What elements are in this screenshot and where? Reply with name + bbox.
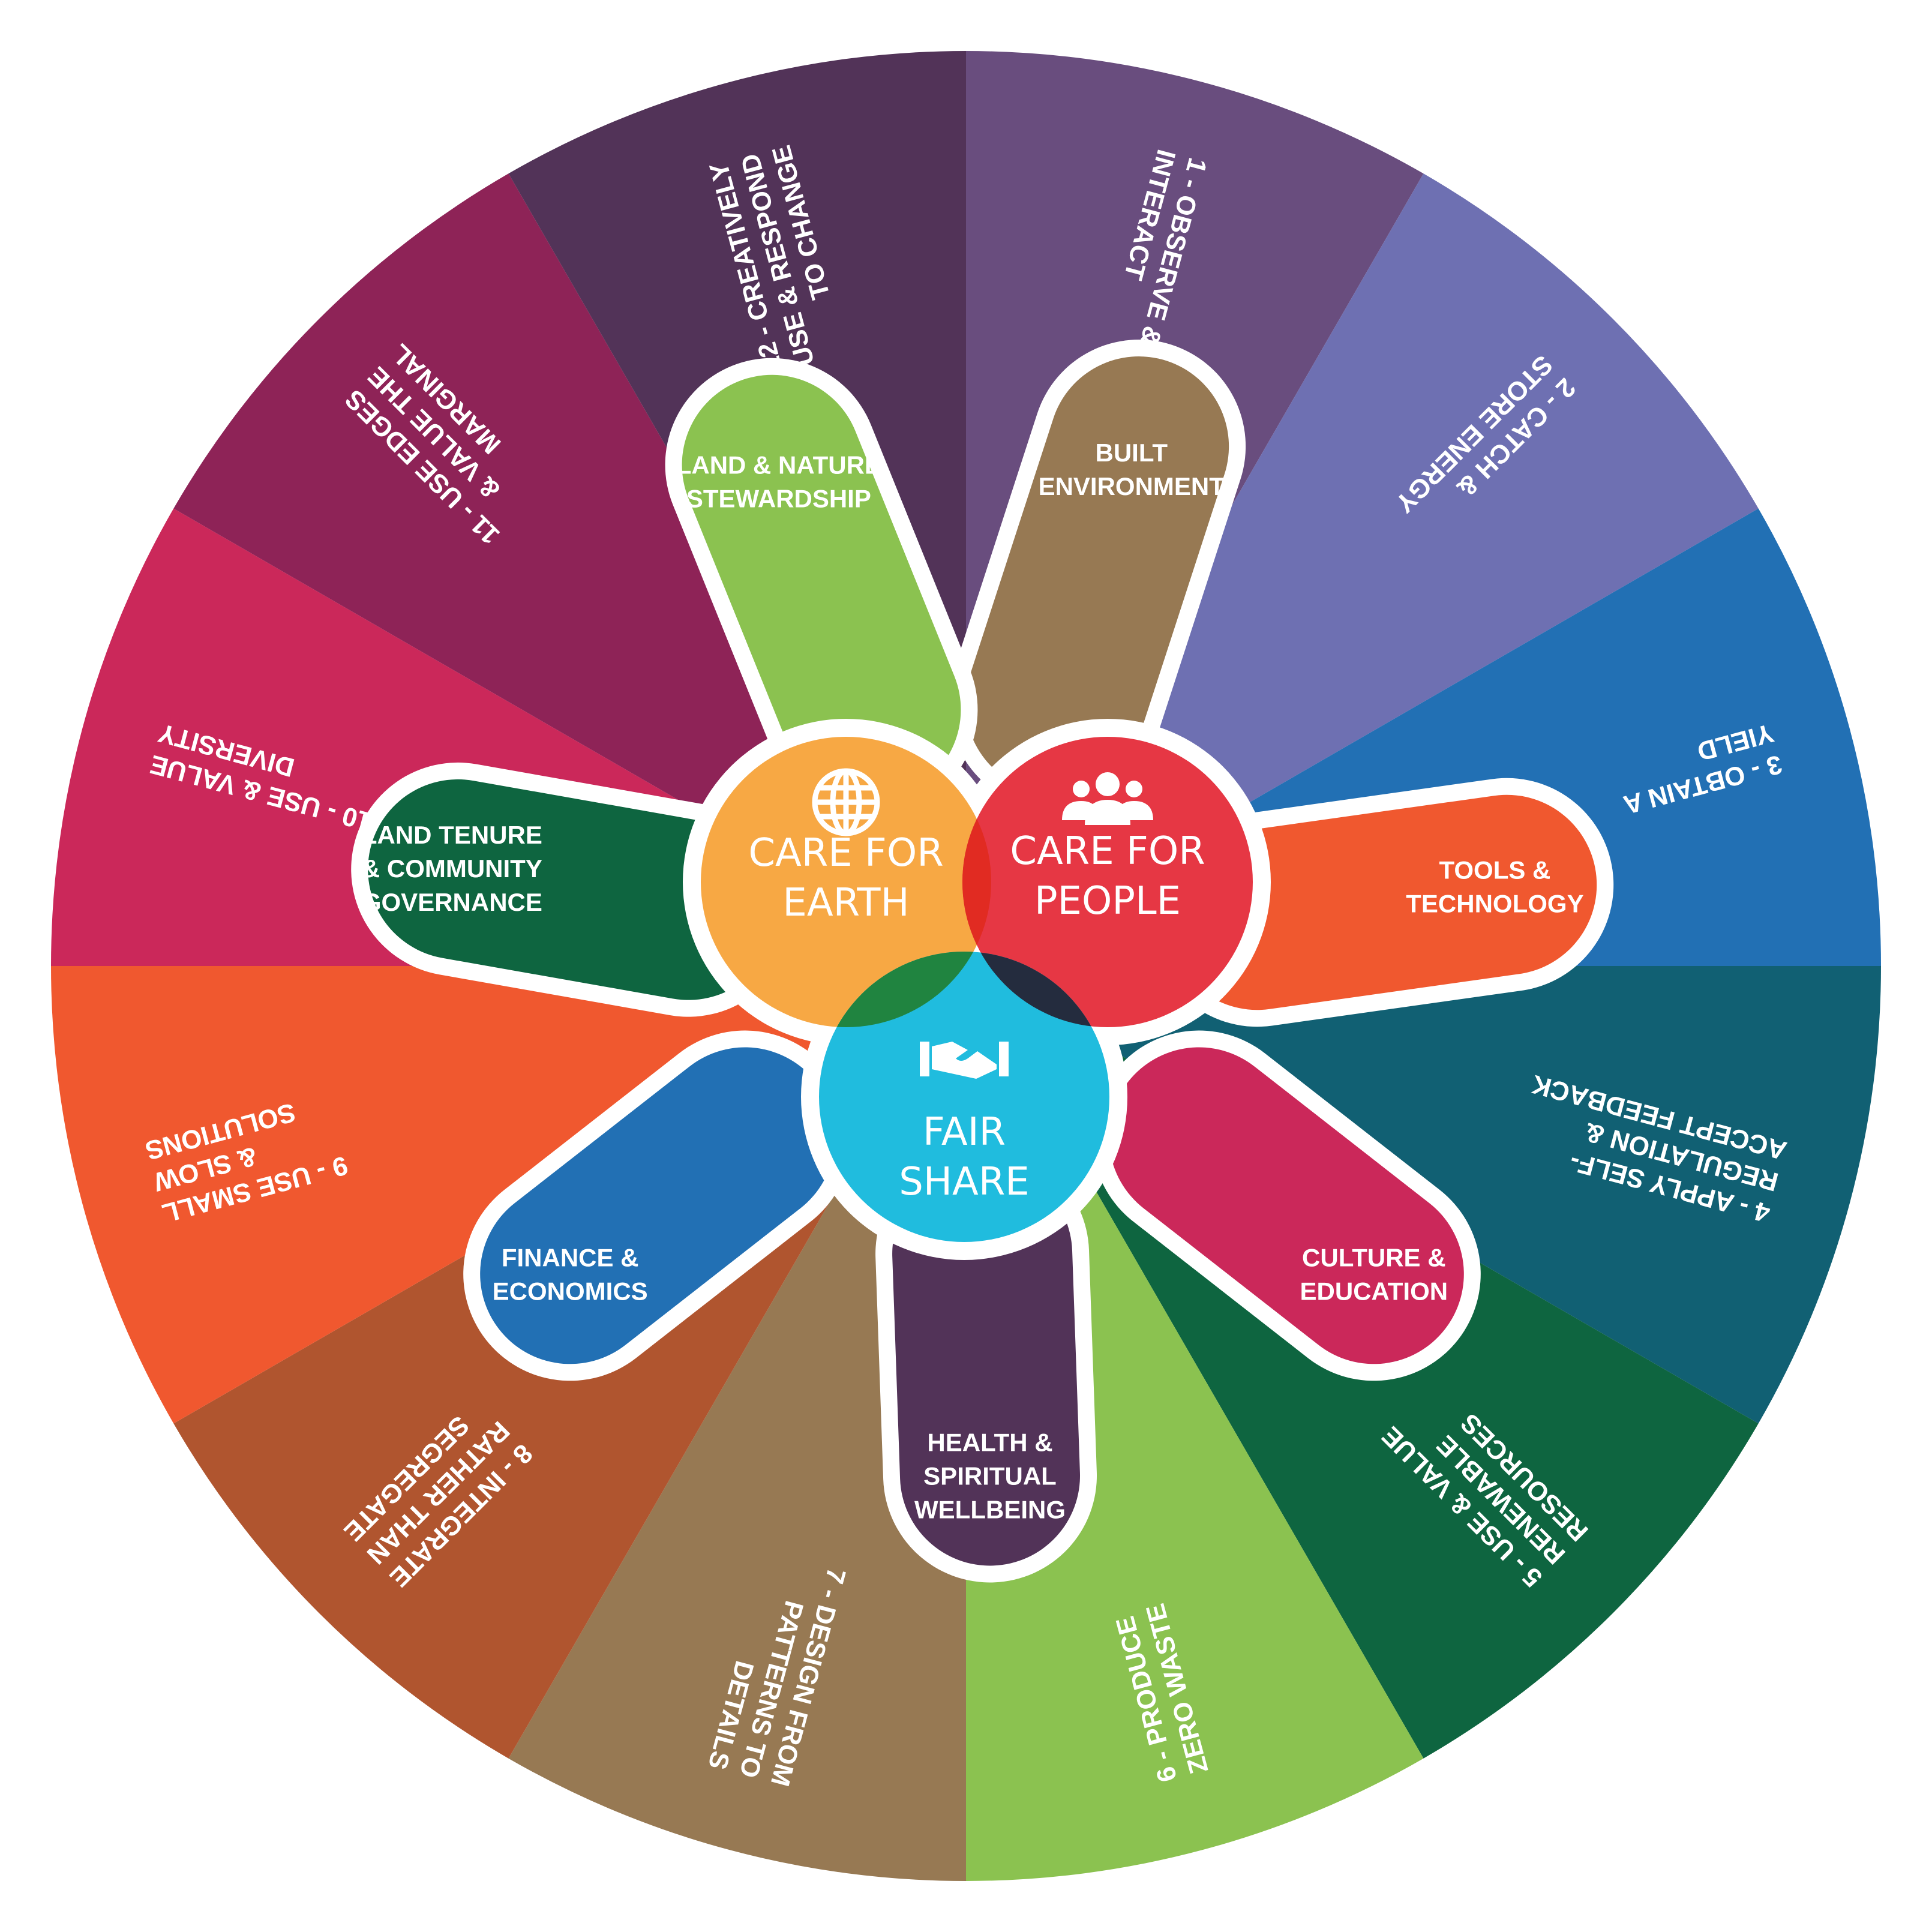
ethic-people-circle xyxy=(962,737,1253,1027)
domain-label-finance-economics: FINANCE &ECONOMICS xyxy=(493,1243,648,1305)
people-icon xyxy=(1062,772,1153,825)
domain-label-tools-technology: TOOLS &TECHNOLOGY xyxy=(1406,856,1583,918)
petal-land-tenure xyxy=(351,762,796,1017)
domain-label-culture-education: CULTURE &EDUCATION xyxy=(1300,1243,1448,1305)
handshake-icon xyxy=(920,1042,1009,1079)
petal-culture-education xyxy=(1092,1030,1481,1381)
petal-built-environment xyxy=(949,340,1246,811)
petal-finance-economics xyxy=(463,1030,852,1381)
principle-label-12: 12 - CREATIVELYUSE & RESPONDTO CHANGE xyxy=(704,142,851,378)
petal-tools-technology xyxy=(1150,778,1614,1027)
ethic-share-circle xyxy=(819,952,1109,1242)
ethic-earth-circle xyxy=(701,737,991,1027)
petal-land-nature xyxy=(665,358,978,817)
globe-icon xyxy=(812,768,880,836)
domain-petals xyxy=(351,340,1614,1583)
